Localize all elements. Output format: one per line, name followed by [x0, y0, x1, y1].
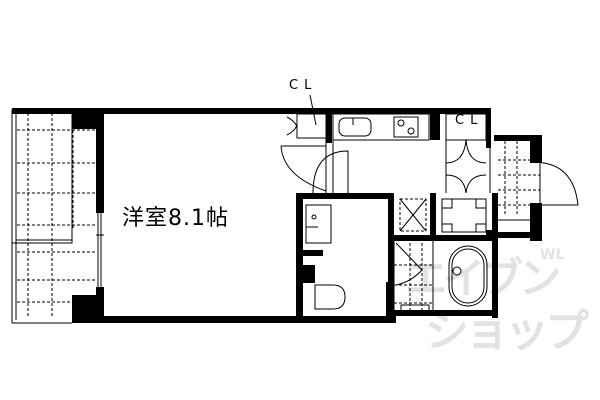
main-room-door: [280, 145, 327, 192]
closet-small: [286, 113, 328, 139]
watermark-line1: エイブン: [405, 254, 561, 303]
entrance: [498, 141, 579, 221]
main-room-label: 洋室8.1帖: [122, 206, 229, 231]
bathroom: [393, 241, 488, 313]
walls: [12, 108, 542, 323]
refrigerator-space: [441, 198, 487, 233]
balcony: [11, 109, 96, 324]
balcony-window: [96, 183, 104, 287]
washbasin: [305, 204, 332, 244]
closet-label-2: CL: [455, 113, 484, 128]
kitchen-door: [312, 150, 349, 194]
kitchen-counter: [332, 113, 430, 141]
closet-right: [445, 113, 491, 194]
closet-label-1: CL: [289, 78, 318, 93]
entrance-door: [542, 162, 579, 206]
washing-machine-space: [399, 198, 427, 232]
toilet: [314, 284, 346, 310]
